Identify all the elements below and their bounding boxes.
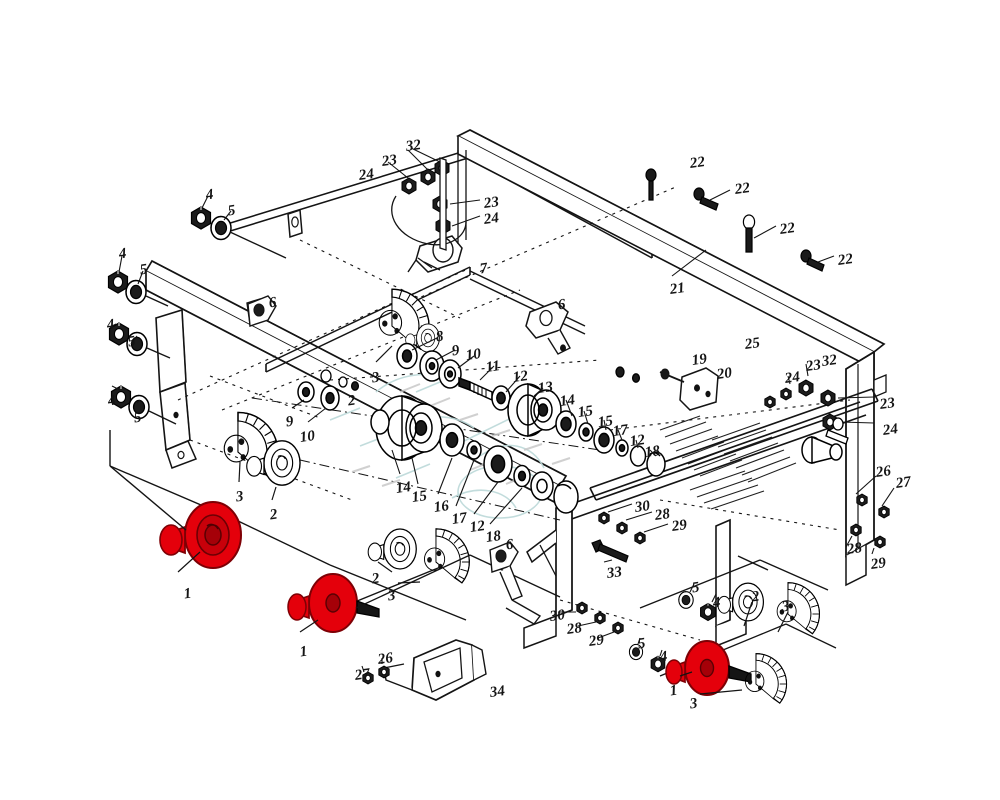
callout-number: 10 <box>464 346 482 364</box>
callout-number: 11 <box>484 358 502 376</box>
callout-number: 28 <box>845 540 863 558</box>
callout-number: 4 <box>711 594 722 612</box>
callout-number: 19 <box>690 351 708 369</box>
callout-number: 24 <box>881 421 899 439</box>
callout-number: 2 <box>346 392 357 410</box>
callout-number: 13 <box>536 379 554 397</box>
callout-number: 12 <box>468 518 486 536</box>
callout-number: 23 <box>878 395 896 413</box>
callout-number: 5 <box>138 261 149 279</box>
callout-number: 6 <box>267 294 278 312</box>
callout-number: 20 <box>715 365 733 383</box>
callout-number: 5 <box>690 579 701 597</box>
callout-number: 9 <box>284 413 295 431</box>
callout-number: 7 <box>478 260 489 278</box>
callout-number: 4 <box>105 316 116 334</box>
callout-number: 22 <box>836 251 854 269</box>
callout-number: 16 <box>432 498 450 516</box>
callout-number: 14 <box>558 392 576 410</box>
callout-number: 3 <box>234 488 245 506</box>
callout-number: 27 <box>894 474 912 492</box>
callout-number: 4 <box>117 245 128 263</box>
callout-number: 3 <box>386 587 397 605</box>
callout-number: 22 <box>733 180 751 198</box>
callout-number: 6 <box>556 296 567 314</box>
callout-number: 15 <box>576 403 594 421</box>
callout-number: 5 <box>126 333 137 351</box>
callout-number: 5 <box>132 409 143 427</box>
callout-number: 2 <box>750 588 761 606</box>
callout-number: 28 <box>653 506 671 524</box>
callout-number: 2 <box>370 570 381 588</box>
bolts-22 <box>645 168 825 272</box>
callout-number: 30 <box>548 607 566 625</box>
exploded-shaft-row-1 <box>396 342 666 477</box>
callout-number: 27 <box>353 666 371 684</box>
callout-number: 5 <box>636 635 647 653</box>
callout-number: 10 <box>298 428 316 446</box>
callout-number: 17 <box>611 422 629 440</box>
callout-number: 24 <box>783 369 801 387</box>
highlighted-part-1-a <box>159 501 242 569</box>
callout-number: 28 <box>565 620 583 638</box>
callout-number: 26 <box>376 650 394 668</box>
callout-number: 5 <box>226 202 237 220</box>
callout-number: 25 <box>743 335 761 353</box>
callout-number: 29 <box>587 632 605 650</box>
callout-number: 4 <box>204 186 215 204</box>
callout-number: 14 <box>394 479 412 497</box>
callout-number: 29 <box>670 517 688 535</box>
callout-number: 32 <box>820 352 838 370</box>
callout-number: 6 <box>504 536 515 554</box>
highlighted-part-1-c <box>665 640 752 696</box>
callout-number: 15 <box>596 413 614 431</box>
callout-number: 18 <box>484 528 502 546</box>
callout-number: 9 <box>450 342 461 360</box>
callout-number: 23 <box>380 152 398 170</box>
callout-number: 21 <box>668 280 686 298</box>
callout-number: 18 <box>643 443 661 461</box>
callout-number: 32 <box>404 137 422 155</box>
callout-number: 24 <box>482 210 500 228</box>
exploded-shaft-row-2 <box>297 381 579 514</box>
callout-number: 15 <box>410 488 428 506</box>
component-parts <box>107 147 895 704</box>
callout-number: 29 <box>869 555 887 573</box>
callout-number: 3 <box>688 695 699 713</box>
callout-number: 3 <box>780 598 791 616</box>
callout-number: 23 <box>804 357 822 375</box>
callout-number: 12 <box>511 368 529 386</box>
callout-number: 4 <box>106 392 117 410</box>
callout-number: 30 <box>633 498 651 516</box>
callout-number: 17 <box>450 510 468 528</box>
callout-number: 3 <box>370 369 381 387</box>
callout-number: 4 <box>658 648 669 666</box>
callout-number: 24 <box>357 166 375 184</box>
callout-number: 26 <box>874 463 892 481</box>
callout-number: 22 <box>778 220 796 238</box>
callout-number: 8 <box>434 328 445 346</box>
callout-number: 22 <box>688 154 706 172</box>
callout-number: 33 <box>605 564 623 582</box>
callout-number: 34 <box>488 683 506 701</box>
callout-number: 2 <box>268 506 279 524</box>
